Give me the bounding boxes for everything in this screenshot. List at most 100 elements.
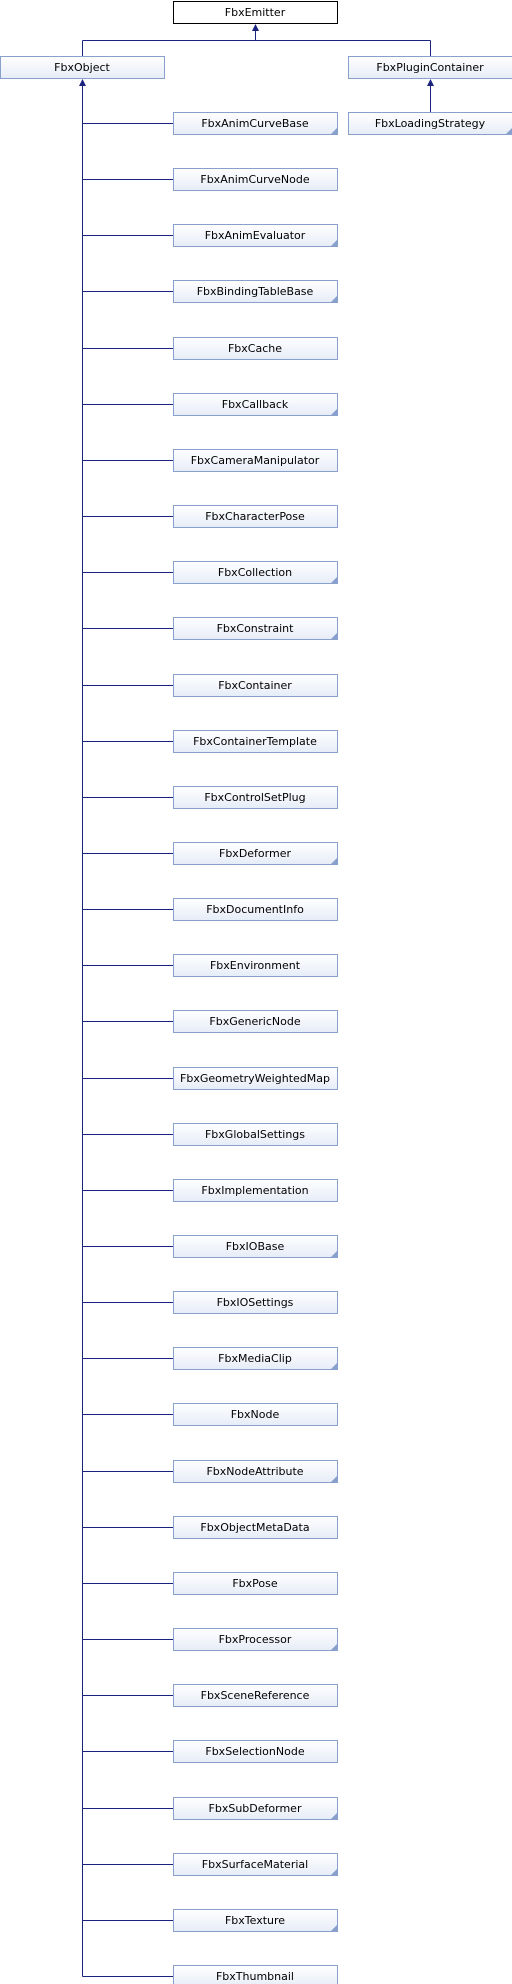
class-box — [173, 1684, 338, 1707]
class-label: FbxSubDeformer — [209, 1802, 302, 1815]
fold-corner-icon — [331, 1813, 337, 1819]
class-node-fbx-thumbnail[interactable]: FbxThumbnail — [173, 1965, 338, 1984]
class-label: FbxSelectionNode — [205, 1745, 304, 1758]
class-node-fbx-constraint[interactable]: FbxConstraint — [173, 617, 338, 640]
class-box — [173, 730, 338, 753]
class-box — [173, 1853, 338, 1876]
class-label: FbxAnimCurveBase — [201, 117, 309, 130]
class-node-fbx-scene-reference[interactable]: FbxSceneReference — [173, 1684, 338, 1707]
class-node-fbx-cache[interactable]: FbxCache — [173, 337, 338, 360]
class-node-fbx-collection[interactable]: FbxCollection — [173, 561, 338, 584]
class-box — [173, 280, 338, 303]
class-label: FbxCharacterPose — [205, 510, 305, 523]
class-node-fbx-implementation[interactable]: FbxImplementation — [173, 1179, 338, 1202]
class-node-fbx-node-attribute[interactable]: FbxNodeAttribute — [173, 1460, 338, 1483]
class-node-fbx-node[interactable]: FbxNode — [173, 1403, 338, 1426]
class-box — [173, 1628, 338, 1651]
class-box — [173, 674, 338, 697]
class-node-fbx-loading-strategy[interactable]: FbxLoadingStrategy — [348, 112, 512, 135]
class-box — [173, 393, 338, 416]
class-label: FbxThumbnail — [216, 1970, 294, 1983]
class-label: FbxGenericNode — [209, 1015, 300, 1028]
class-box — [173, 224, 338, 247]
class-label: FbxGeometryWeightedMap — [180, 1072, 330, 1085]
fold-corner-icon — [331, 1476, 337, 1482]
class-node-fbx-generic-node[interactable]: FbxGenericNode — [173, 1010, 338, 1033]
class-label: FbxContainerTemplate — [193, 735, 317, 748]
class-node-fbx-binding-table-base[interactable]: FbxBindingTableBase — [173, 280, 338, 303]
class-node-fbx-object-meta-data[interactable]: FbxObjectMetaData — [173, 1516, 338, 1539]
class-box — [173, 898, 338, 921]
class-box — [173, 1235, 338, 1258]
class-node-fbx-global-settings[interactable]: FbxGlobalSettings — [173, 1123, 338, 1146]
class-label: FbxControlSetPlug — [204, 791, 305, 804]
class-node-fbx-plugin-container[interactable]: FbxPluginContainer — [348, 56, 512, 79]
class-box — [173, 1179, 338, 1202]
class-box — [173, 1403, 338, 1426]
class-node-fbx-container-template[interactable]: FbxContainerTemplate — [173, 730, 338, 753]
class-box — [173, 1797, 338, 1820]
class-label: FbxConstraint — [217, 622, 295, 635]
fold-corner-icon — [506, 128, 512, 134]
class-box — [173, 112, 338, 135]
class-node-fbx-anim-evaluator[interactable]: FbxAnimEvaluator — [173, 224, 338, 247]
class-node-fbx-geometry-weighted-map[interactable]: FbxGeometryWeightedMap — [173, 1067, 338, 1090]
class-box — [173, 1740, 338, 1763]
inheritance-arrow-icon — [79, 79, 86, 86]
fold-corner-icon — [331, 128, 337, 134]
class-box — [173, 449, 338, 472]
class-node-fbx-selection-node[interactable]: FbxSelectionNode — [173, 1740, 338, 1763]
class-node-fbx-texture[interactable]: FbxTexture — [173, 1909, 338, 1932]
class-node-fbx-emitter[interactable]: FbxEmitter — [173, 1, 338, 24]
class-node-fbx-pose[interactable]: FbxPose — [173, 1572, 338, 1595]
class-box — [173, 1067, 338, 1090]
class-label: FbxIOBase — [226, 1240, 285, 1253]
class-node-fbx-character-pose[interactable]: FbxCharacterPose — [173, 505, 338, 528]
class-node-fbx-deformer[interactable]: FbxDeformer — [173, 842, 338, 865]
class-node-fbx-container[interactable]: FbxContainer — [173, 674, 338, 697]
class-label: FbxCache — [228, 342, 282, 355]
class-label: FbxContainer — [218, 679, 292, 692]
class-node-fbx-environment[interactable]: FbxEnvironment — [173, 954, 338, 977]
class-node-fbx-camera-manipulator[interactable]: FbxCameraManipulator — [173, 449, 338, 472]
class-label: FbxPose — [232, 1577, 278, 1590]
fold-corner-icon — [331, 1251, 337, 1257]
class-label: FbxTexture — [225, 1914, 285, 1927]
class-box — [173, 337, 338, 360]
class-box — [173, 1909, 338, 1932]
class-box — [173, 842, 338, 865]
class-node-fbx-sub-deformer[interactable]: FbxSubDeformer — [173, 1797, 338, 1820]
class-box — [173, 1, 338, 24]
class-box — [173, 1965, 338, 1984]
class-node-fbx-media-clip[interactable]: FbxMediaClip — [173, 1347, 338, 1370]
class-box — [173, 561, 338, 584]
class-node-fbx-anim-curve-base[interactable]: FbxAnimCurveBase — [173, 112, 338, 135]
class-node-fbx-processor[interactable]: FbxProcessor — [173, 1628, 338, 1651]
class-node-fbx-io-settings[interactable]: FbxIOSettings — [173, 1291, 338, 1314]
class-box — [173, 1516, 338, 1539]
class-label: FbxAnimCurveNode — [200, 173, 309, 186]
class-label: FbxPluginContainer — [376, 61, 484, 74]
class-node-fbx-object[interactable]: FbxObject — [0, 56, 165, 79]
class-node-fbx-document-info[interactable]: FbxDocumentInfo — [173, 898, 338, 921]
class-node-fbx-callback[interactable]: FbxCallback — [173, 393, 338, 416]
fold-corner-icon — [331, 409, 337, 415]
class-label: FbxLoadingStrategy — [375, 117, 486, 130]
class-box — [173, 168, 338, 191]
class-box — [348, 56, 512, 79]
class-label: FbxEmitter — [225, 6, 286, 19]
class-node-fbx-control-set-plug[interactable]: FbxControlSetPlug — [173, 786, 338, 809]
class-box — [173, 1460, 338, 1483]
class-label: FbxObjectMetaData — [200, 1521, 309, 1534]
inheritance-arrow-icon — [427, 79, 434, 86]
class-label: FbxProcessor — [219, 1633, 292, 1646]
class-node-fbx-io-base[interactable]: FbxIOBase — [173, 1235, 338, 1258]
class-box — [173, 505, 338, 528]
class-node-fbx-surface-material[interactable]: FbxSurfaceMaterial — [173, 1853, 338, 1876]
class-node-fbx-anim-curve-node[interactable]: FbxAnimCurveNode — [173, 168, 338, 191]
fold-corner-icon — [331, 858, 337, 864]
class-label: FbxBindingTableBase — [197, 285, 314, 298]
fold-corner-icon — [331, 1925, 337, 1931]
